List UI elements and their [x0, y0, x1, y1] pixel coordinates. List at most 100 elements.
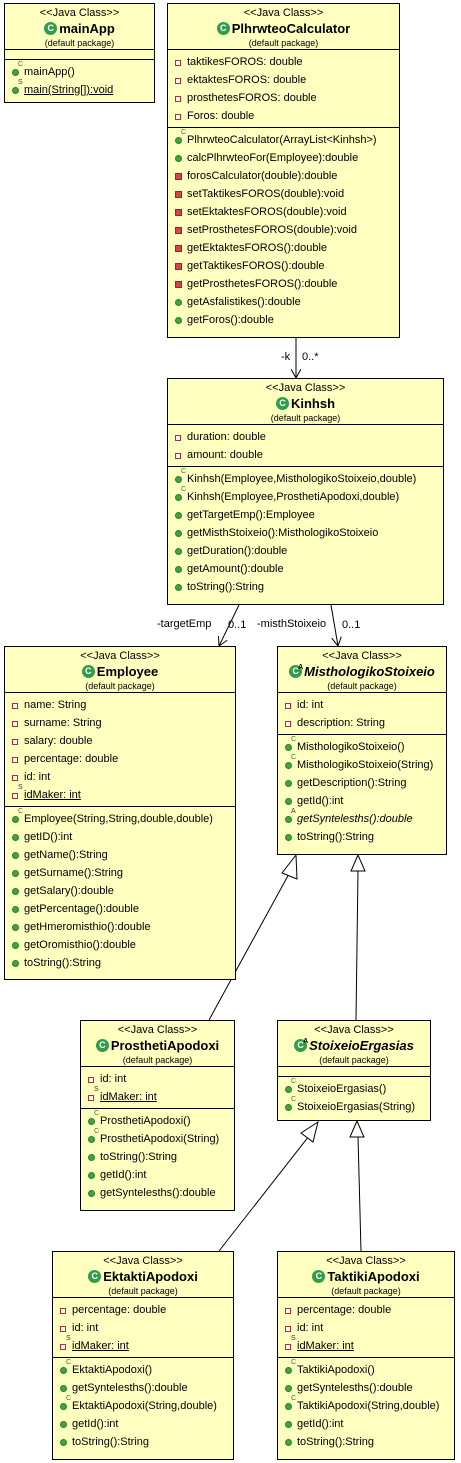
attribute-text: percentage: double	[297, 1304, 392, 1316]
method-text: Kinhsh(Employee,MisthologikoStoixeio,dou…	[187, 473, 417, 485]
attribute-text: prosthetesFOROS: double	[187, 92, 317, 104]
method-text: MisthologikoStoixeio(String)	[297, 759, 434, 771]
method-text: getSalary():double	[24, 885, 114, 897]
method-item: getID():int	[5, 828, 235, 846]
package-label: (default package)	[108, 1286, 178, 1296]
private-visibility-icon	[175, 435, 181, 441]
method-item: getSyntelesths():double	[81, 1184, 234, 1202]
attribute-text: id: int	[72, 1322, 99, 1334]
method-text: mainApp()	[24, 66, 75, 78]
method-text: toString():String	[187, 581, 265, 593]
attribute-text: taktikesFOROS: double	[187, 56, 303, 68]
public-visibility-icon	[175, 512, 182, 519]
method-text: toString():String	[24, 957, 102, 969]
stereotype-label: <<Java Class>>	[243, 7, 324, 19]
method-item: getSyntelesths():double	[53, 1379, 233, 1397]
method-text: toString():String	[297, 1436, 375, 1448]
public-visibility-icon	[285, 744, 292, 751]
private-method-icon	[175, 173, 182, 180]
constructor-marker: C	[18, 61, 24, 68]
private-visibility-icon	[88, 1077, 94, 1083]
method-text: EktaktiApodoxi(String,double)	[72, 1400, 217, 1412]
class-icon-letter: C	[85, 666, 92, 676]
generalization-stoixeioergasias-line	[355, 870, 359, 1021]
public-visibility-icon	[285, 1421, 292, 1428]
method-text: getId():int	[297, 1418, 344, 1430]
method-text: StoixeioErgasias()	[297, 1083, 387, 1095]
attribute-item: amount: double	[168, 446, 443, 464]
method-item: getHmeromisthio():double	[5, 918, 235, 936]
class-name-text: ProsthetiApodoxi	[110, 1038, 220, 1053]
attribute-item: percentage: double	[5, 750, 235, 768]
method-text: getProsthetesFOROS():double	[187, 278, 338, 290]
method-text: getForos():double	[187, 314, 274, 326]
constructor-marker: C	[291, 1395, 297, 1402]
public-visibility-icon	[285, 798, 292, 805]
method-item: getDescription():String	[278, 774, 446, 792]
package-label: (default package)	[248, 38, 319, 48]
private-visibility-icon	[175, 114, 181, 120]
class-icon: C	[81, 665, 95, 678]
constructor-marker: C	[291, 1096, 297, 1103]
public-visibility-icon	[285, 1403, 292, 1410]
method-item: getAsfalistikes():double	[168, 293, 399, 311]
private-visibility-icon	[88, 1095, 94, 1101]
public-visibility-icon	[60, 1421, 67, 1428]
method-text: getId():int	[100, 1169, 147, 1181]
class-icon: C	[95, 1039, 109, 1052]
public-visibility-icon	[12, 960, 19, 967]
attribute-text: id: int	[24, 771, 51, 783]
attribute-item: Foros: double	[168, 107, 399, 125]
package-label: (default package)	[122, 1055, 193, 1065]
method-item: getSurname():String	[5, 864, 235, 882]
method-text: getPercentage():double	[24, 903, 139, 915]
stereotype-label: <<Java Class>>	[103, 1255, 183, 1267]
attribute-text: Foros: double	[187, 110, 255, 122]
private-method-icon	[175, 227, 182, 234]
method-item: getTargetEmp():Employee	[168, 506, 443, 524]
attribute-text: salary: double	[24, 735, 93, 747]
package-label: (default package)	[85, 681, 155, 691]
public-visibility-icon	[60, 1367, 67, 1374]
class-name-text: MisthologikoStoixeio	[304, 664, 435, 679]
public-visibility-icon	[12, 834, 19, 841]
attribute-text: amount: double	[187, 449, 263, 461]
class-name-text: TaktikiApodoxi	[327, 1269, 420, 1284]
public-visibility-icon	[12, 906, 19, 913]
generalization-taktikiapodoxi-line	[357, 1135, 362, 1252]
attribute-item: percentage: double	[53, 1301, 233, 1319]
public-visibility-icon	[285, 1367, 292, 1374]
public-visibility-icon	[175, 584, 182, 591]
method-text: getDuration():double	[187, 545, 288, 557]
attribute-text: idMaker: int	[297, 1340, 354, 1352]
attribute-item: percentage: double	[278, 1301, 454, 1319]
attribute-item: salary: double	[5, 732, 235, 750]
private-visibility-icon	[285, 1308, 291, 1314]
private-visibility-icon	[12, 793, 18, 799]
association-targetEmp-line	[219, 604, 240, 646]
